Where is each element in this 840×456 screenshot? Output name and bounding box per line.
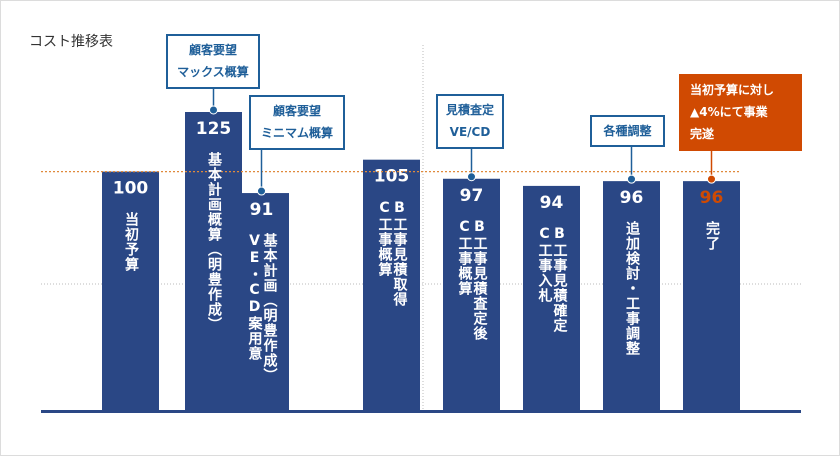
callout-box: 顧客要望 ミニマム概算 <box>249 95 345 150</box>
bar-value-label: 105 <box>374 167 410 187</box>
callout-dot <box>707 174 716 184</box>
bar <box>683 181 740 410</box>
category-label: 追加検討・工事調整 <box>624 221 640 357</box>
bar <box>603 181 660 410</box>
category-label: B工事見積確定 C工事入札 <box>536 225 568 333</box>
chart-title: コスト推移表 <box>29 34 113 50</box>
bar <box>523 185 580 410</box>
callout-dot <box>257 186 266 196</box>
callout-dot <box>627 174 636 184</box>
bar-value-label: 96 <box>620 188 644 208</box>
bar-value-label: 125 <box>196 119 232 139</box>
callout-box: 顧客要望 マックス概算 <box>166 34 260 89</box>
bar <box>363 159 420 410</box>
callout-highlight: 当初予算に対し ▲4%にて事業 完遂 <box>679 74 802 151</box>
bar-value-label: 97 <box>460 186 484 206</box>
callout-dot <box>467 172 476 182</box>
bar <box>185 112 242 410</box>
category-label: 完了 <box>704 221 720 252</box>
callout-box: 見積査定 VE/CD <box>436 94 504 149</box>
bar-value-label: 100 <box>113 179 149 199</box>
bar-value-label: 91 <box>250 200 274 220</box>
category-label: B工事見積取得 C工事概算 <box>376 199 408 307</box>
bar <box>102 171 159 410</box>
bar-value-label: 94 <box>540 193 564 213</box>
bar <box>234 193 289 410</box>
category-label: B工事見積査定後 C工事概算 <box>456 218 488 341</box>
baseline <box>41 410 801 413</box>
callout-box: 各種調整 <box>590 115 665 147</box>
category-label: 基本計画概算（明豊作成） <box>206 152 222 332</box>
bar <box>443 178 500 410</box>
category-label: 基本計画（明豊作成） VE・CD案用意 <box>246 233 278 384</box>
callout-dot <box>209 105 218 115</box>
bar-value-label: 96 <box>700 188 724 208</box>
category-label: 当初予算 <box>123 211 139 272</box>
